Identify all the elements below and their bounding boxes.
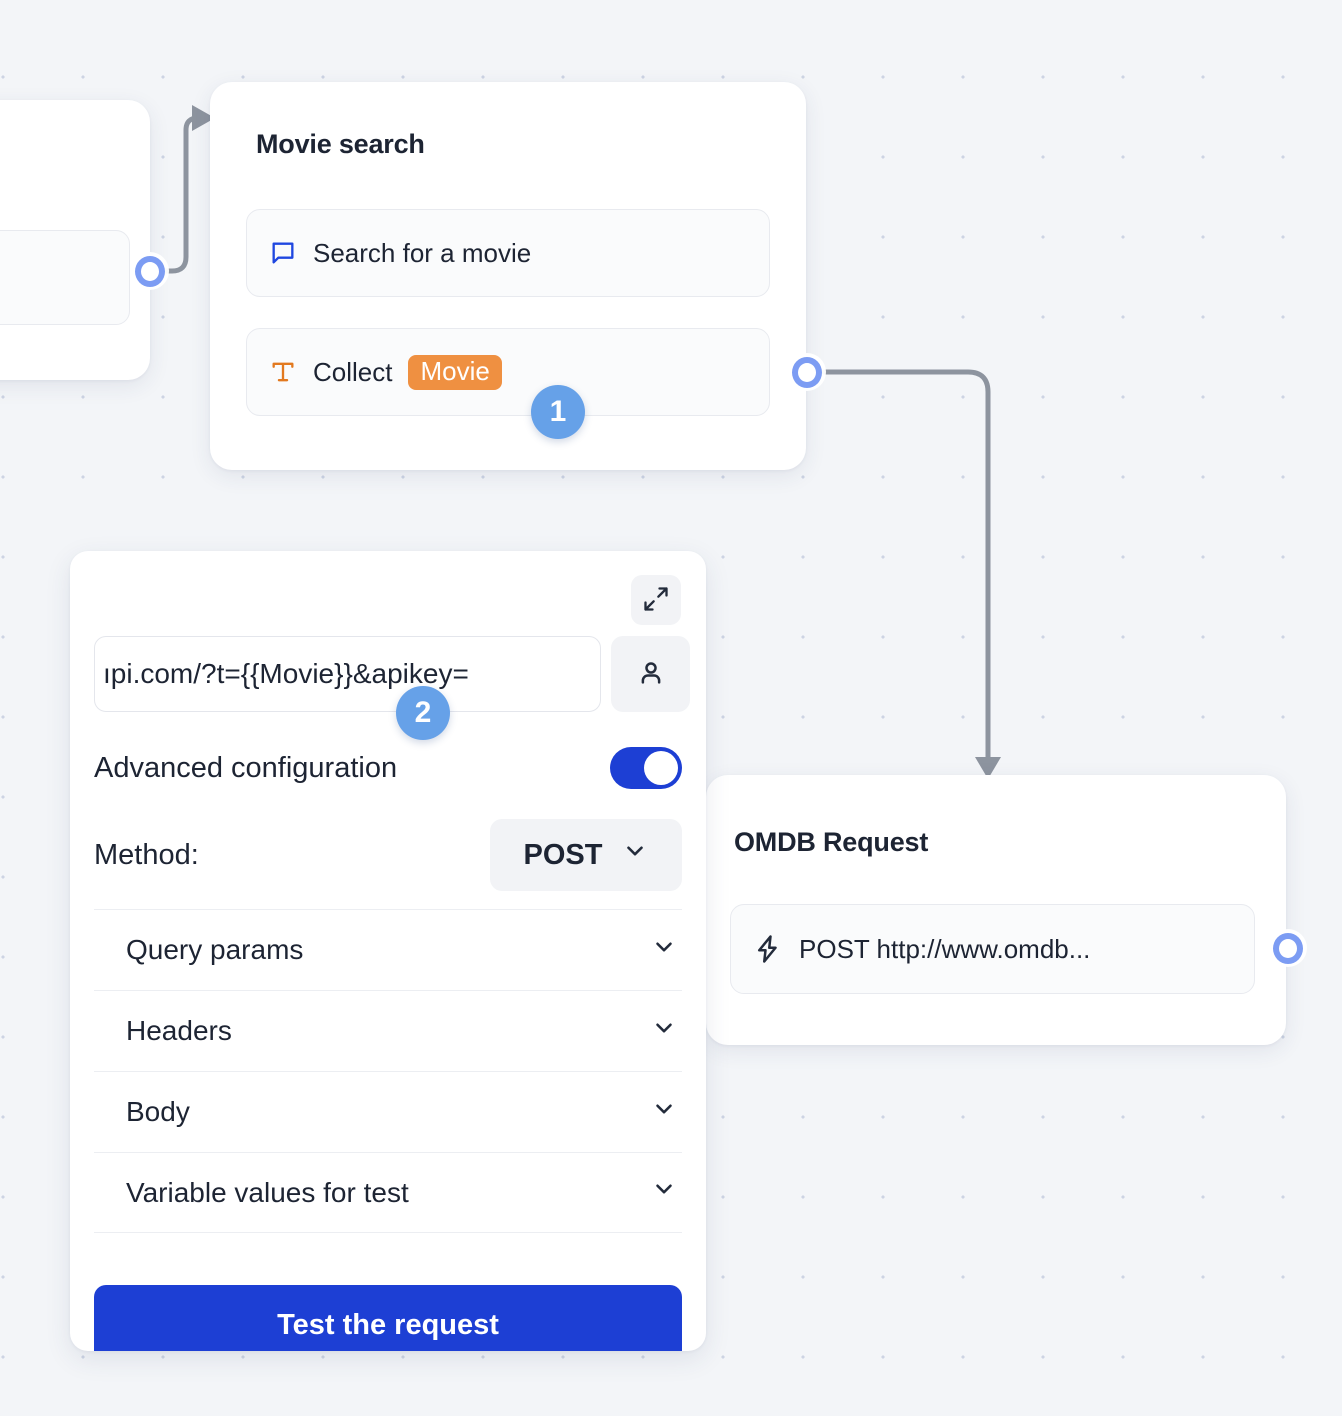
lightning-bolt-icon — [753, 934, 783, 964]
method-value: POST — [523, 838, 603, 871]
section-headers[interactable]: Headers — [94, 990, 682, 1071]
node-title-movie-search: Movie search — [256, 129, 425, 159]
message-bubble-icon — [269, 239, 297, 267]
connector-port-movie-search-output[interactable] — [792, 357, 822, 387]
node-row-label: Collect — [313, 356, 393, 387]
section-label: Variable values for test — [126, 1176, 409, 1208]
expand-panel-button[interactable] — [631, 575, 681, 625]
section-label: Headers — [126, 1015, 232, 1046]
node-omdb-request[interactable]: OMDB Request POST http://www.omdb... — [706, 775, 1286, 1045]
partial-node-row — [0, 230, 130, 325]
config-sections: Query params Headers Body Variable value… — [94, 909, 682, 1233]
method-select[interactable]: POST — [490, 819, 682, 891]
step-badge-1: 1 — [531, 385, 585, 439]
test-the-request-button[interactable]: Test the request — [94, 1285, 682, 1351]
request-url-input[interactable]: ıpi.com/?t={{Movie}}&apikey= — [94, 636, 601, 712]
section-variable-values-for-test[interactable]: Variable values for test — [94, 1152, 682, 1233]
chevron-down-icon — [651, 934, 677, 967]
node-row-label: Search for a movie — [313, 237, 532, 268]
node-row-post-request[interactable]: POST http://www.omdb... — [730, 904, 1255, 994]
advanced-configuration-toggle[interactable] — [610, 747, 682, 789]
person-icon — [636, 658, 666, 691]
text-type-icon — [269, 358, 297, 386]
url-row: ıpi.com/?t={{Movie}}&apikey= — [94, 636, 690, 712]
step-badge-2: 2 — [396, 686, 450, 740]
partial-node-left[interactable] — [0, 100, 150, 380]
advanced-configuration-label: Advanced configuration — [94, 751, 398, 784]
request-config-panel[interactable]: ıpi.com/?t={{Movie}}&apikey= Advanced co… — [70, 551, 706, 1351]
section-body[interactable]: Body — [94, 1071, 682, 1152]
section-label: Query params — [126, 934, 304, 965]
section-label: Body — [126, 1096, 190, 1127]
method-row: Method: POST — [94, 819, 682, 891]
chevron-down-icon — [651, 1015, 677, 1048]
node-title-omdb-request: OMDB Request — [734, 827, 929, 857]
variable-chip-movie[interactable]: Movie — [408, 354, 502, 390]
node-movie-search[interactable]: Movie search Search for a movie Collect … — [210, 82, 806, 470]
chevron-down-icon — [651, 1096, 677, 1129]
expand-diagonal-icon — [642, 585, 670, 616]
chevron-down-icon — [651, 1176, 677, 1209]
method-label: Method: — [94, 838, 199, 871]
node-row-search-for-a-movie[interactable]: Search for a movie — [246, 209, 770, 297]
auth-user-button[interactable] — [611, 636, 690, 712]
section-query-params[interactable]: Query params — [94, 909, 682, 990]
node-row-label: POST http://www.omdb... — [799, 933, 1091, 964]
node-row-collect-movie[interactable]: Collect Movie — [246, 328, 770, 416]
connector-port-omdb-output[interactable] — [1273, 933, 1303, 963]
advanced-configuration-row: Advanced configuration — [94, 743, 682, 793]
connector-port-left[interactable] — [135, 256, 165, 286]
request-url-value: ıpi.com/?t={{Movie}}&apikey= — [103, 658, 469, 689]
chevron-down-icon — [622, 838, 648, 872]
